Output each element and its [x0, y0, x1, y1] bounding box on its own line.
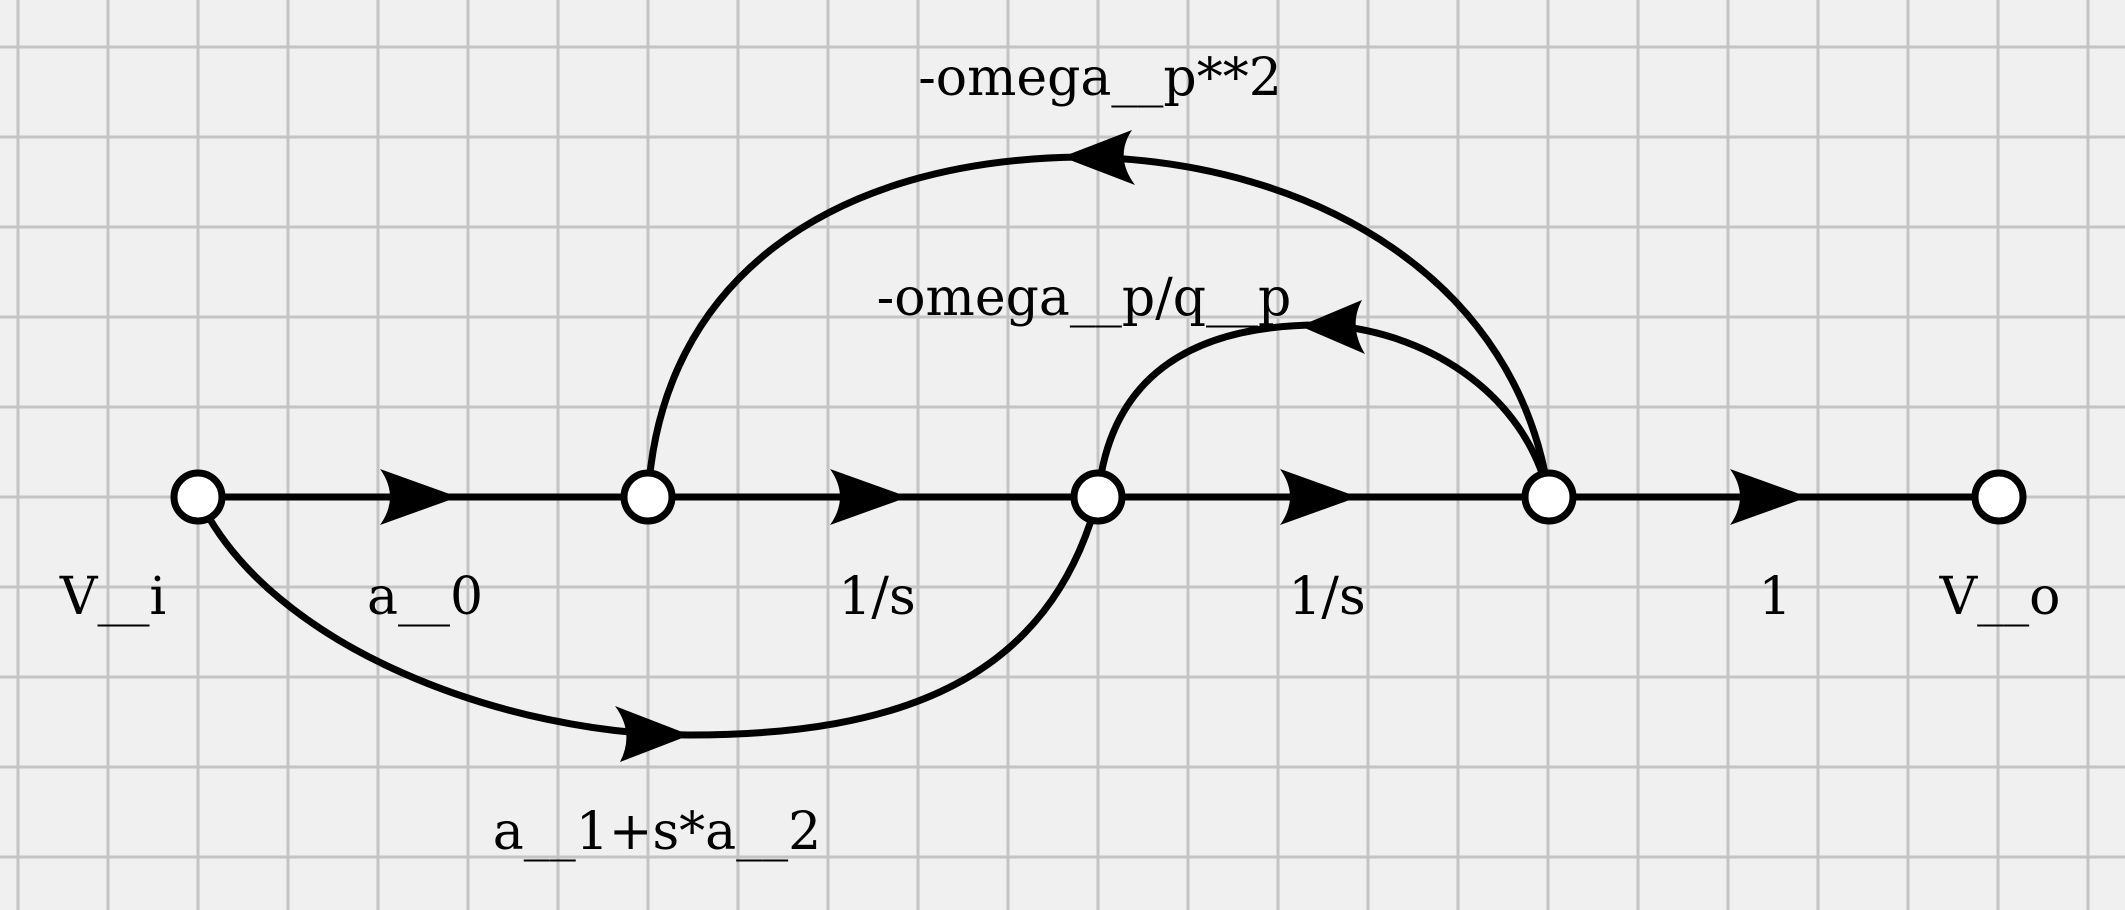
- arrowhead-int1: [830, 469, 908, 525]
- label-input-node: V__i: [59, 567, 166, 627]
- arrowhead-a0: [380, 469, 458, 525]
- label-edge-out: 1: [1758, 567, 1791, 627]
- label-edge-a0: a__0: [367, 567, 483, 627]
- label-edge-feedback-outer: -omega__p**2: [918, 48, 1282, 108]
- arrowhead-int2: [1280, 469, 1358, 525]
- nodes: [170, 469, 2027, 525]
- arrowheads: [380, 130, 1808, 762]
- arrowhead-feedback-outer: [1062, 130, 1135, 185]
- node-3: [1521, 469, 1577, 525]
- label-edge-feedforward: a__1+s*a__2: [493, 802, 821, 862]
- arrowhead-feedforward: [615, 706, 690, 762]
- label-edge-int1: 1/s: [838, 567, 915, 627]
- arrowhead-out: [1730, 469, 1808, 525]
- label-output-node: V__o: [1939, 567, 2061, 627]
- node-input: [170, 469, 226, 525]
- node-output: [1971, 469, 2027, 525]
- label-edge-feedback-inner: -omega__p/q__p: [877, 268, 1292, 328]
- arrowhead-feedback-inner: [1300, 300, 1365, 354]
- labels: V__i V__o a__0 1/s 1/s 1 a__1+s*a__2 -om…: [59, 48, 2061, 862]
- label-edge-int2: 1/s: [1288, 567, 1365, 627]
- node-1: [620, 469, 676, 525]
- node-2: [1070, 469, 1126, 525]
- edge-feedback-inner: [1094, 321, 1553, 501]
